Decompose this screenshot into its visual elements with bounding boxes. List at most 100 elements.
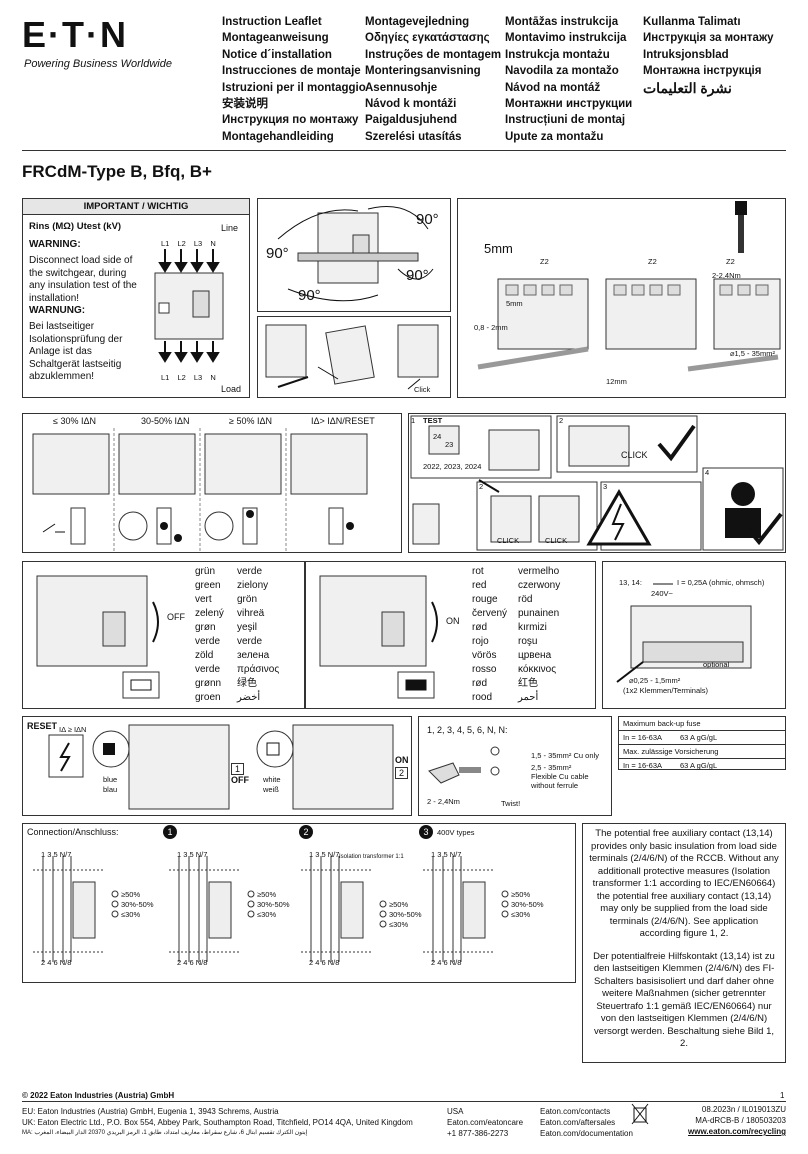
weee-bin-icon xyxy=(630,1102,650,1126)
address-uk: UK: Eaton Electric Ltd., P.O. Box 554, A… xyxy=(22,1118,413,1127)
color-word: κόκκινος xyxy=(518,664,557,675)
color-word: zelený xyxy=(195,608,224,619)
color-word: vihreä xyxy=(237,608,265,619)
aftersales-link[interactable]: Eaton.com/aftersales xyxy=(540,1118,616,1127)
level-label: 30%-50% xyxy=(389,910,422,919)
z2-label: Z2 xyxy=(726,257,735,266)
header-divider xyxy=(22,150,786,151)
level-label: ≥50% xyxy=(121,890,141,899)
lang-item: Intruksjonsblad xyxy=(643,48,729,61)
fuse-rating-row-de: In = 16-63A 63 A gG/gL xyxy=(619,759,785,772)
din-rail-removal-box: Click xyxy=(257,316,451,398)
page-title: FRCdM-Type B, Bfq, B+ xyxy=(22,162,212,181)
rins-label: Rins (MΩ) Utest (kV) xyxy=(29,221,122,232)
color-word: zöld xyxy=(195,650,214,661)
off-label: OFF xyxy=(167,612,185,622)
green-translations-b: verde zielony grön vihreä yeşil verde зе… xyxy=(237,565,279,705)
off-indicator-box: OFF grün green vert zelený grøn verde zö… xyxy=(22,561,305,709)
step-number: 1 xyxy=(411,416,416,425)
fuse-rating: In = 16-63A xyxy=(623,761,662,770)
torque-label: 2 - 2,4Nm xyxy=(427,797,460,806)
color-word: grøn xyxy=(195,622,216,633)
diagram-number: 1 xyxy=(163,825,177,839)
trip-level-header: 30-50% IΔN xyxy=(141,416,190,426)
terminal-connection-box: 5mm Z2 Z2 Z2 2-2,4Nm 5mm 0,8 - 2mm 12mm … xyxy=(457,198,786,398)
load-terminals: 2 4 6 N/8 xyxy=(177,958,208,967)
lang-item: Notice d´installation xyxy=(222,48,332,61)
color-word: 红色 xyxy=(518,678,538,689)
usa-link[interactable]: Eaton.com/eatoncare xyxy=(447,1118,524,1127)
level-label: ≤30% xyxy=(121,910,141,919)
twist-label: Twist! xyxy=(501,799,521,808)
lang-item: Монтажни инструкции xyxy=(505,98,633,111)
color-word: rood xyxy=(472,692,493,703)
address-eu: EU: Eaton Industries (Austria) GmbH, Eug… xyxy=(22,1107,279,1116)
footer-links: Eaton.com/contacts Eaton.com/aftersales … xyxy=(540,1106,633,1139)
lang-column-1: Instruction Leaflet Montageanweisung Not… xyxy=(222,14,366,145)
bottom-terminal-labels: L1 L2 L3 N xyxy=(161,373,216,382)
color-word: green xyxy=(195,580,221,591)
important-heading: IMPORTANT / WICHTIG xyxy=(23,199,249,215)
lang-item: Instrucțiuni de montaj xyxy=(505,114,626,127)
lang-item: Монтажна інструкція xyxy=(643,65,762,78)
voltage-types: 400V types xyxy=(437,828,475,837)
trip-levels-box: ≤ 30% IΔN 30-50% IΔN ≥ 50% IΔN IΔ> IΔN/R… xyxy=(22,413,402,553)
connection-diagrams-box: Connection/Anschluss: 1 2 3 400V types xyxy=(22,823,576,983)
color-blue-label: blue xyxy=(103,775,118,784)
color-word: red xyxy=(472,580,487,591)
din-rail-mounting-illustration xyxy=(277,206,434,302)
level-label: ≥50% xyxy=(257,890,277,899)
lang-item: Instrucciones de montaje xyxy=(222,65,361,78)
lang-item: Návod k montáži xyxy=(365,98,457,111)
on-state-device-illustration xyxy=(319,575,438,699)
address-ma: MA: إيتون الكترك تقسيم ابتال 6، شارع سقر… xyxy=(22,1130,308,1136)
terminal-spec-box: 1, 2, 3, 4, 5, 6, N, N: 1,5 - 35mm² Cu o… xyxy=(418,716,612,816)
fuse-heading-de: Max. zulässige Vorsicherung xyxy=(619,745,785,759)
footer-divider xyxy=(22,1101,786,1102)
footer-doc-info: 08.2023n / IL019013ZU MA-dRCB-B / 180503… xyxy=(688,1104,786,1137)
color-blau-label: blau xyxy=(103,785,118,794)
lang-column-3: Montāžas instrukcija Montavimo instrukci… xyxy=(505,14,632,145)
level-label: 30%-50% xyxy=(121,900,154,909)
color-white-label: white xyxy=(263,775,281,784)
recycling-link[interactable]: www.eaton.com/recycling xyxy=(688,1127,786,1136)
step-number: 2 xyxy=(479,482,484,491)
color-word: kırmizi xyxy=(518,622,547,633)
color-word: vermelho xyxy=(518,566,560,577)
important-box: IMPORTANT / WICHTIG Rins (MΩ) Utest (kV)… xyxy=(22,198,250,398)
click-label: CLICK xyxy=(545,536,568,545)
fuse-rating-row: In = 16-63A 63 A gG/gL xyxy=(619,731,785,745)
rotation-label: 90° xyxy=(266,245,289,262)
doc-number: 08.2023n / IL019013ZU xyxy=(701,1105,786,1114)
test-years: 2022, 2023, 2024 xyxy=(423,462,482,471)
auxiliary-contact-note: The potential free auxiliary contact (13… xyxy=(582,823,786,1063)
reset-procedure-box: RESET IΔ ≥ IΔN blue blau white weiß 1 OF… xyxy=(22,716,412,816)
warnung-text: Bei lastseitiger Isolationsprüfung der A… xyxy=(29,321,123,382)
documentation-link[interactable]: Eaton.com/documentation xyxy=(540,1129,633,1138)
color-word: grün xyxy=(195,566,216,577)
color-word: rød xyxy=(472,622,487,633)
lang-item: Инструкция по монтажу xyxy=(222,114,359,127)
color-word: зелена xyxy=(237,650,270,661)
color-word: roşu xyxy=(518,636,538,647)
color-word: verde xyxy=(237,566,263,577)
auxiliary-contact-box: 13, 14: I = 0,25A (ohmic, ohmsch) 240V~ … xyxy=(602,561,786,709)
lang-item: Asennusohje xyxy=(365,81,438,94)
lang-item: Инструкція за монтажу xyxy=(643,32,774,45)
red-translations-b: vermelho czerwony röd punainen kırmizi r… xyxy=(518,565,560,705)
fuse-value: 63 A gG/gL xyxy=(680,761,718,770)
lang-item: نشرة التعليمات xyxy=(643,79,732,96)
color-word: أخضر xyxy=(237,692,261,703)
step-number: 3 xyxy=(603,482,608,491)
lang-item: Monteringsanvisning xyxy=(365,65,481,78)
color-word: rot xyxy=(472,566,484,577)
contacts-link[interactable]: Eaton.com/contacts xyxy=(540,1107,611,1116)
color-word: црвена xyxy=(518,650,552,661)
term-l2: L2 xyxy=(177,373,186,382)
on-label: ON xyxy=(395,755,409,765)
aux-terminals: 13, 14: xyxy=(619,578,642,587)
level-label: ≤30% xyxy=(511,910,531,919)
test-procedure-illustration xyxy=(410,415,784,551)
lang-item: Οδηγίες εγκατάστασης xyxy=(365,32,490,45)
tagline: Powering Business Worldwide xyxy=(24,58,172,70)
